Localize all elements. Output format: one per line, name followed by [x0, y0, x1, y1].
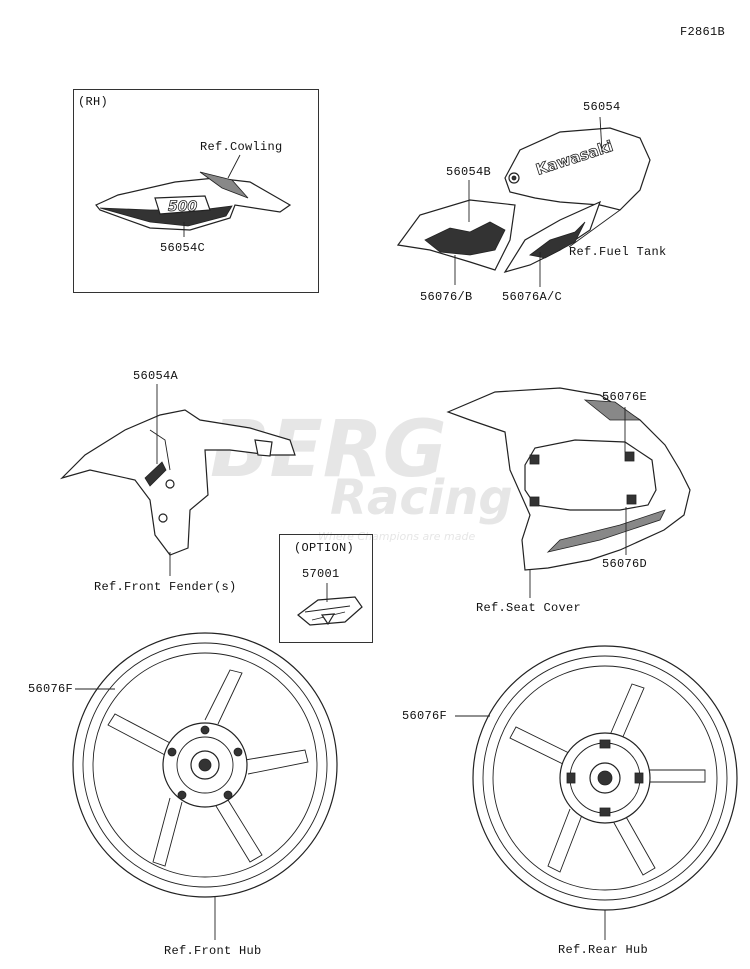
part-56054a-label: 56054A [133, 369, 179, 383]
rear-wheel-drawing [472, 645, 738, 911]
part-56076e-label: 56076E [602, 390, 648, 404]
option-detail-box [279, 534, 373, 643]
part-56054-label: 56054 [583, 100, 621, 114]
ref-rear-hub-label: Ref.Rear Hub [558, 943, 649, 957]
part-56076b-label: 56076/B [420, 290, 473, 304]
part-56076f-front-label: 56076F [28, 682, 74, 696]
ref-front-hub-label: Ref.Front Hub [164, 944, 262, 958]
rh-detail-box [73, 89, 319, 293]
watermark-tagline: Where Champions are made [318, 530, 476, 543]
part-56076ac-label: 56076A/C [502, 290, 563, 304]
option-tag: (OPTION) [294, 541, 355, 555]
part-56054c-label: 56054C [160, 241, 206, 255]
ref-front-fender-label: Ref.Front Fender(s) [94, 580, 237, 594]
rh-tag: (RH) [78, 95, 109, 109]
ref-seat-cover-label: Ref.Seat Cover [476, 601, 582, 615]
ref-fuel-tank-label: Ref.Fuel Tank [569, 245, 667, 259]
fuel-tank-decal-drawing: Kawasaki [396, 127, 651, 273]
ref-cowling-label: Ref.Cowling [200, 140, 283, 154]
front-fender-drawing [59, 409, 296, 556]
part-57001-label: 57001 [302, 567, 340, 581]
figure-code: F2861B [680, 25, 726, 39]
seat-cover-drawing [446, 387, 691, 571]
cowling-decal-drawing: 500 [95, 171, 292, 231]
part-56076d-label: 56076D [602, 557, 648, 571]
cowling-logo: 500 [168, 199, 197, 215]
option-clip-drawing [297, 596, 363, 626]
front-wheel-drawing [72, 632, 338, 898]
part-56076f-rear-label: 56076F [402, 709, 448, 723]
watermark-racing: Racing [330, 470, 513, 526]
part-56054b-label: 56054B [446, 165, 492, 179]
